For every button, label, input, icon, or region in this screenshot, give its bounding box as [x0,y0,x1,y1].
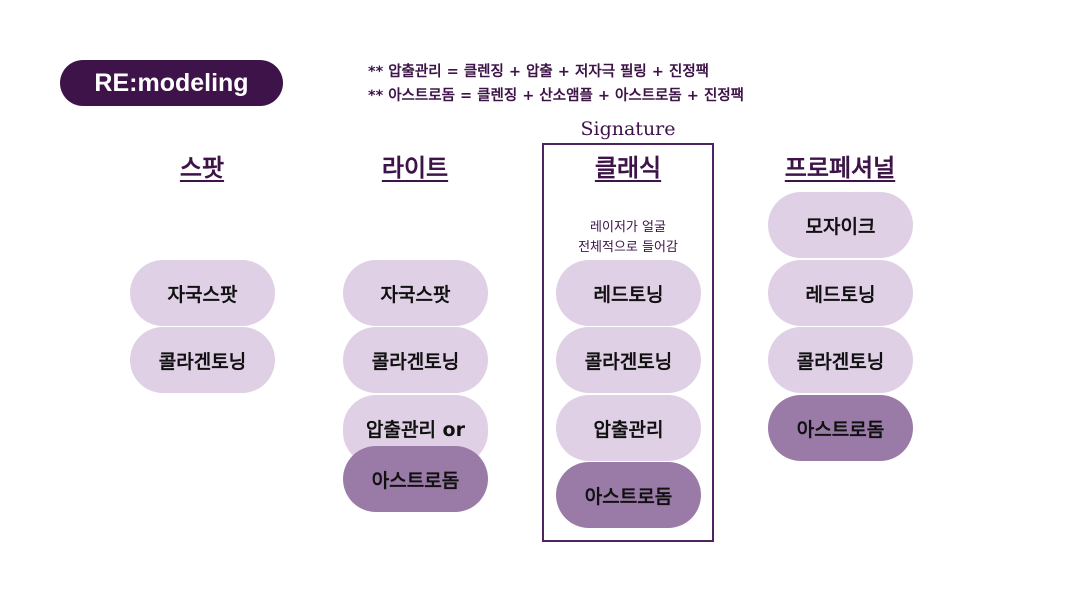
plan-item-astrodome: 아스트로돔 [343,446,488,512]
plan-item-astrodome: 아스트로돔 [768,395,913,461]
plan-item: 콜라겐토닝 [343,327,488,393]
plan-item: 콜라겐토닝 [768,327,913,393]
column-title-spot: 스팟 [179,154,225,182]
plan-item-label: 압출관리 or [366,419,465,441]
plan-item-astrodome: 아스트로돔 [556,462,701,528]
column-title-classic: 클래식 [594,154,662,182]
plan-item: 모자이크 [768,192,913,258]
signature-box [542,143,714,542]
column-title-professional: 프로페셔널 [784,154,896,182]
note-astrodome: ** 아스트로돔 = 클렌징 + 산소앰플 + 아스트로돔 + 진정팩 [368,88,744,104]
plan-item: 자국스팟 [130,260,275,326]
note-extraction: ** 압출관리 = 클렌징 + 압출 + 저자극 필링 + 진정팩 [368,64,710,80]
description-line: 전체적으로 들어감 [578,240,678,255]
plan-item: 압출관리 [556,395,701,461]
description-line: 레이저가 얼굴 [590,220,666,235]
column-title-light: 라이트 [381,154,449,182]
plan-item: 콜라겐토닝 [556,327,701,393]
plan-item: 자국스팟 [343,260,488,326]
plan-item: 콜라겐토닝 [130,327,275,393]
brand-logo: RE:modeling [60,60,283,106]
classic-description: 레이저가 얼굴 전체적으로 들어감 [528,218,728,258]
signature-label: Signature [580,118,676,140]
plan-item: 레드토닝 [768,260,913,326]
plan-item: 레드토닝 [556,260,701,326]
